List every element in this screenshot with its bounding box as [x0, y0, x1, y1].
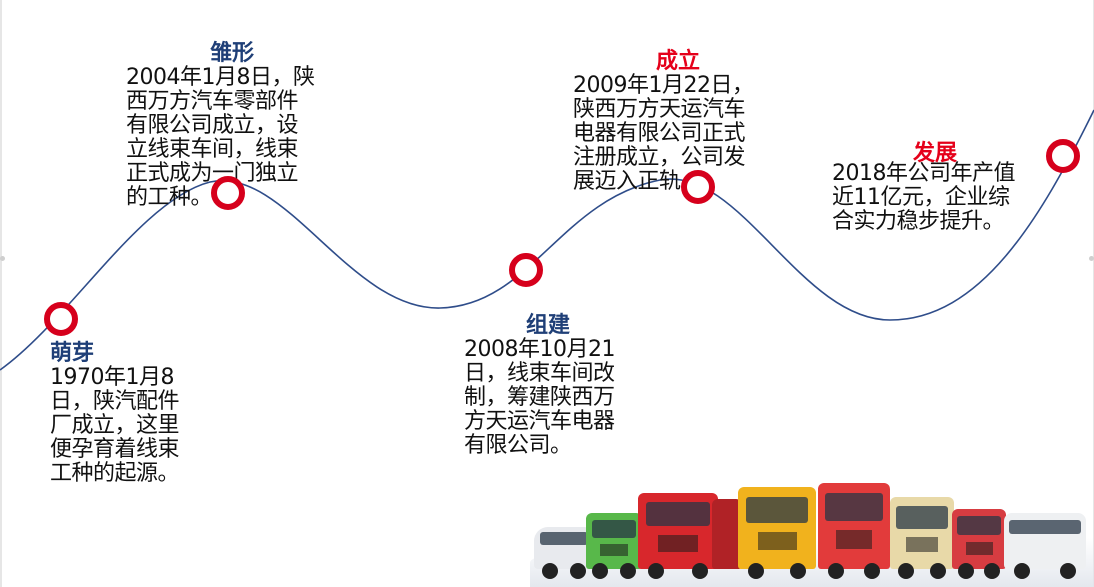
text-line: 陕西万方天运汽车	[573, 97, 746, 122]
text-line: 便孕育着线束	[50, 437, 180, 462]
text-line: 工种的起源。	[50, 461, 180, 486]
milestone-text-mengya: 1970年1月8 日，陕汽配件 厂成立，这里 便孕育着线束 工种的起源。	[50, 366, 210, 486]
edge-dot-right	[1089, 256, 1094, 261]
truck-lineup-image	[530, 468, 1094, 587]
text-line: 制，筹建陕西万	[464, 385, 615, 410]
timeline-wave-line	[0, 109, 1094, 371]
text-line: 有限公司。	[464, 433, 572, 458]
text-line: 近11亿元，企业综	[832, 185, 1010, 210]
milestone-text-zujian: 2008年10月21 日，线束车间改 制，筹建陕西万 方天运汽车电器 有限公司。	[464, 338, 649, 458]
text-line: 展迈入正轨。	[573, 169, 703, 194]
truck-beige	[890, 497, 954, 579]
bus-white	[1004, 513, 1086, 579]
truck-red-center	[818, 483, 890, 579]
text-line: 2009年1月22日，	[573, 73, 754, 98]
text-line: 方天运汽车电器	[464, 409, 615, 434]
milestone-title-zujian: 组建	[526, 313, 571, 338]
truck-red-left	[638, 493, 718, 579]
text-line: 日，陕汽配件	[50, 389, 180, 414]
text-line: 厂成立，这里	[50, 413, 180, 438]
timeline-node-fazhan	[1046, 139, 1080, 173]
milestone-text-chengli: 2009年1月22日， 陕西万方天运汽车 电器有限公司正式 注册成立，公司发 展…	[573, 74, 783, 194]
text-line: 合实力稳步提升。	[832, 209, 1005, 234]
text-line: 注册成立，公司发	[573, 145, 746, 170]
milestone-title-chengli: 成立	[656, 49, 701, 74]
truck-red-right	[952, 509, 1006, 579]
text-line: 2008年10月21	[464, 337, 615, 362]
timeline-node-chengli	[681, 170, 715, 204]
text-line: 西万方汽车零部件	[126, 89, 299, 114]
text-line: 的工种。	[126, 185, 213, 210]
text-line: 电器有限公司正式	[573, 121, 746, 146]
text-line: 立线束车间，线束	[126, 137, 299, 162]
left-edge-rule	[0, 0, 2, 587]
text-line: 2004年1月8日，陕	[126, 65, 315, 90]
milestone-title-fazhan: 发展	[913, 141, 958, 166]
milestone-text-fazhan: 2018年公司年产值 近11亿元，企业综 合实力稳步提升。	[832, 162, 1042, 234]
timeline-node-mengya	[44, 302, 78, 336]
text-line: 1970年1月8	[50, 365, 174, 390]
truck-white-van	[534, 527, 594, 579]
truck-yellow	[738, 487, 816, 579]
truck-red-cargo	[712, 499, 742, 569]
truck-green	[586, 513, 642, 579]
timeline-node-zujian	[509, 253, 543, 287]
text-line: 正式成为一门独立	[126, 161, 299, 186]
milestone-title-chuxing: 雏形	[210, 41, 255, 66]
milestone-text-chuxing: 2004年1月8日，陕 西万方汽车零部件 有限公司成立，设 立线束车间，线束 正…	[126, 66, 341, 210]
text-line: 2018年公司年产值	[832, 161, 1016, 186]
edge-dot-left	[0, 256, 5, 261]
text-line: 日，线束车间改	[464, 361, 615, 386]
text-line: 有限公司成立，设	[126, 113, 299, 138]
timeline-node-chuxing	[211, 176, 245, 210]
milestone-title-mengya: 萌芽	[50, 341, 95, 366]
